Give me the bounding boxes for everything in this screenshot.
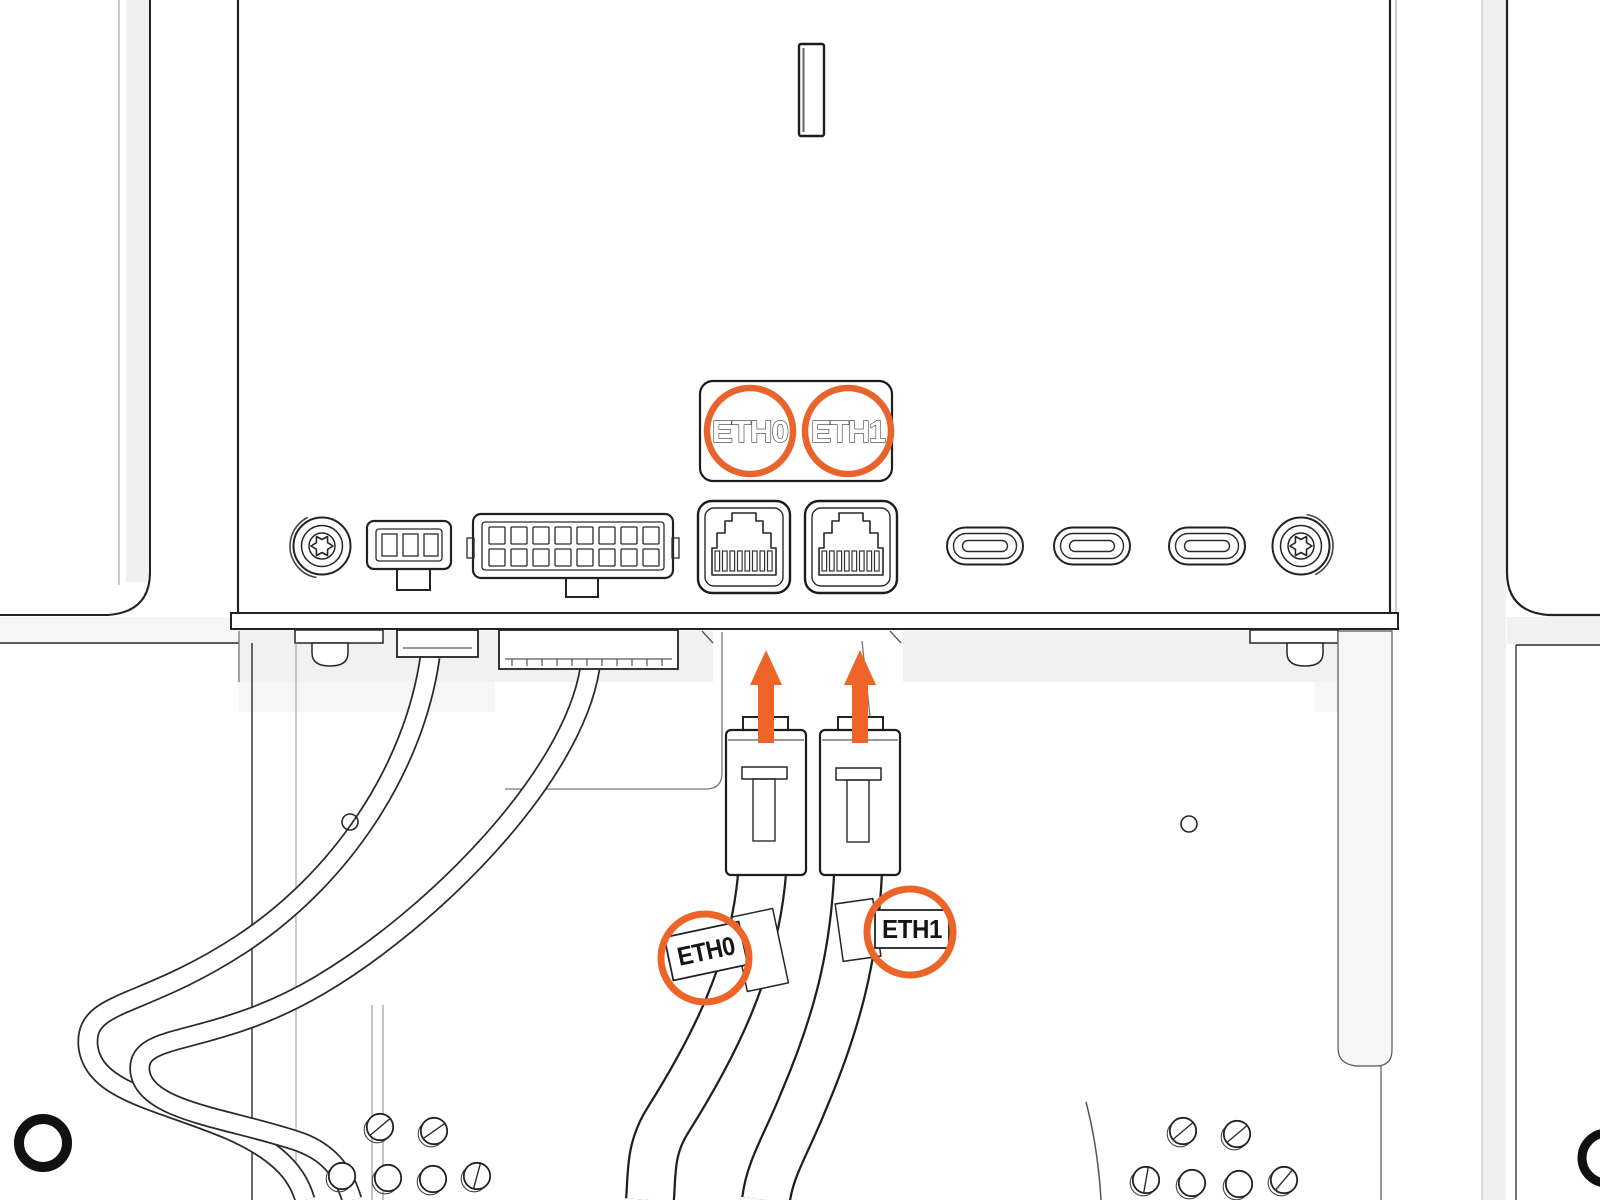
bottom-chassis <box>14 813 1600 1200</box>
io-plug-body-16pin <box>498 629 679 670</box>
eth0-port-icon <box>696 499 792 595</box>
power-cables <box>77 655 601 1200</box>
cable-tag-eth1-label: ETH1 <box>882 914 942 944</box>
plate-eth0-label: ETH0 <box>712 414 788 449</box>
right-frame-post <box>1337 630 1393 1067</box>
screw-cluster-left <box>325 1112 492 1196</box>
panel-bottom-lip <box>230 612 1399 630</box>
rear-ports <box>289 499 1334 598</box>
power-connector-3pin-icon <box>365 519 453 591</box>
left-neighbor-module <box>0 0 352 644</box>
rj45-plug-eth0 <box>724 716 808 877</box>
highlight-ring-cable-eth1 <box>863 885 957 979</box>
mount-hole-left <box>341 813 359 831</box>
insert-arrow-eth1-icon <box>844 650 876 743</box>
grommet-ring-right <box>1577 1129 1600 1187</box>
torx-screw-right-icon <box>1268 513 1334 579</box>
highlight-ring-plate-eth1 <box>801 384 895 478</box>
highlight-ring-cable-eth0 <box>657 910 753 1006</box>
usb-c-port-1-icon <box>946 526 1024 566</box>
eth-label-plate: ETH0 ETH1 <box>698 379 895 483</box>
grommet-ring-left <box>14 1114 72 1172</box>
power-plug-body-3pin <box>396 629 479 658</box>
usb-c-port-3-icon <box>1168 526 1246 566</box>
plate-eth1-label: ETH1 <box>811 414 886 449</box>
usb-c-port-2-icon <box>1053 526 1131 566</box>
main-device-panel <box>230 0 1399 630</box>
screw-bracket-right <box>1249 629 1339 667</box>
cable-tag-eth1: ETH1 <box>834 885 957 979</box>
rj45-plug-eth1 <box>818 716 902 877</box>
screw-cluster-right <box>1129 1116 1299 1200</box>
io-connector-16pin-icon <box>466 512 680 598</box>
screw-bracket-left <box>294 629 384 667</box>
right-neighbor-module <box>1481 0 1600 1200</box>
mount-hole-right <box>1180 815 1198 833</box>
torx-screw-left-icon <box>289 513 355 579</box>
eth1-port-icon <box>803 499 899 595</box>
cable-tag-eth0: ETH0 <box>657 907 790 1006</box>
vent-slot <box>797 42 826 138</box>
insert-arrow-eth0-icon <box>750 650 782 743</box>
highlight-ring-plate-eth0 <box>703 384 797 478</box>
